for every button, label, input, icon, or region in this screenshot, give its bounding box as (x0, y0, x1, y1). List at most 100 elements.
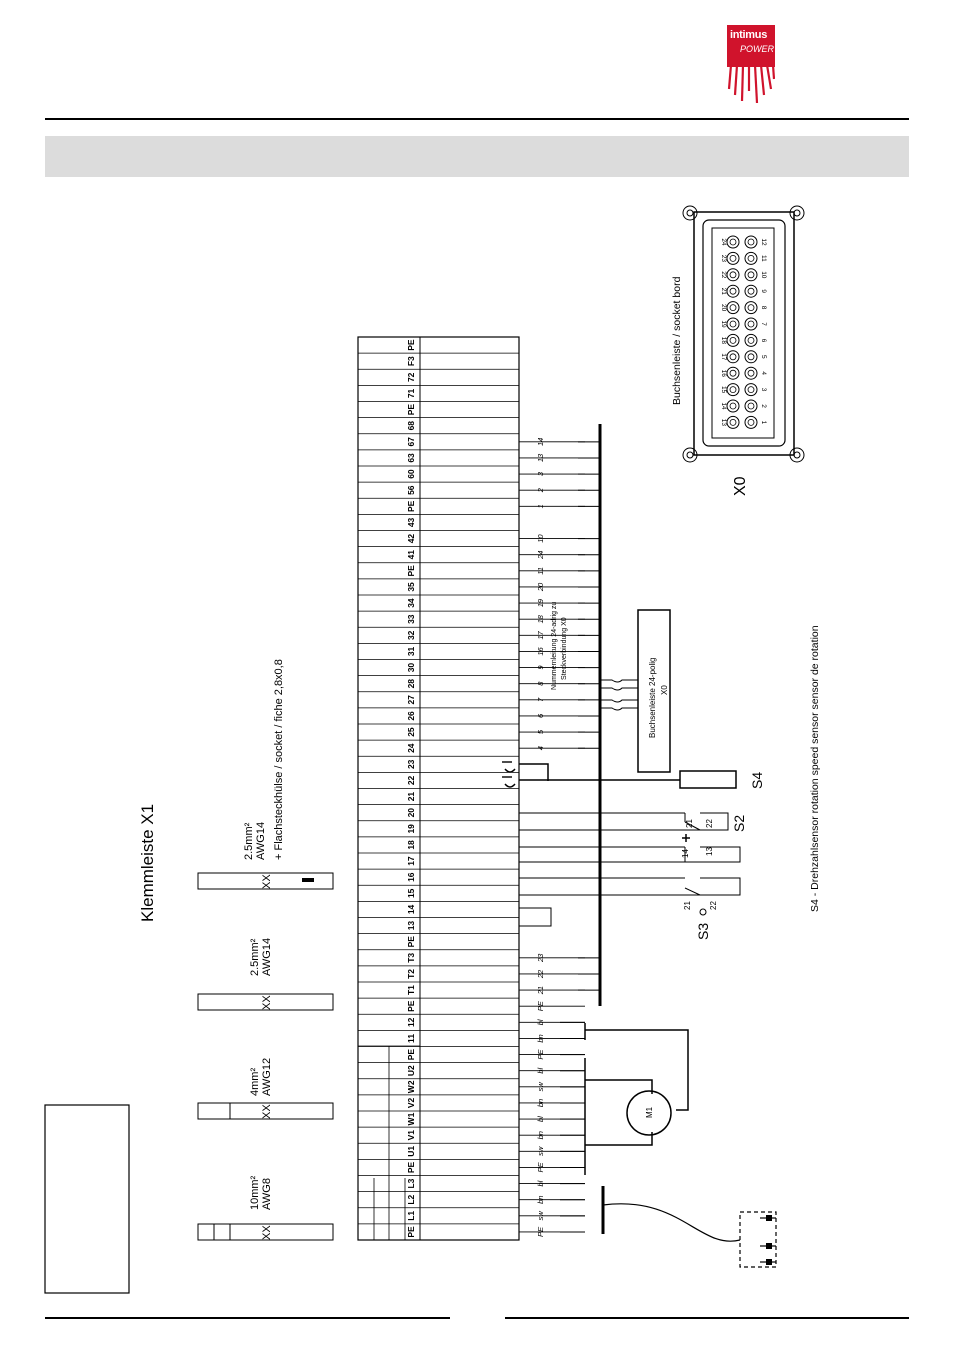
wire-label: bn (536, 1131, 545, 1139)
cable-note-2: Steckverbindung X0 (561, 617, 568, 680)
spec-strip-1: XX 10mm² AWG8 (197, 1175, 334, 1241)
spec-strip-2: XX 4mm² AWG12 (197, 1058, 334, 1120)
x0-pin-core (729, 418, 737, 426)
wire-label: 7 (536, 697, 545, 702)
terminal-label: L1 (406, 1211, 416, 1221)
s4-label: S4 (749, 772, 765, 789)
x0-pin-core (729, 238, 737, 246)
x0-pin-core (729, 369, 737, 377)
x0-pin-label: 23 (720, 255, 727, 263)
s4-plug-icon (502, 761, 516, 788)
x0-pin (726, 350, 740, 364)
x0-pin (744, 235, 758, 249)
terminal-label: PE (406, 1226, 416, 1238)
x0-pin-label: 9 (760, 289, 767, 293)
x0-pin-core (729, 353, 737, 361)
x0-pin-label: 14 (720, 402, 727, 410)
terminal-label: 67 (406, 437, 416, 447)
terminal-label: 31 (406, 646, 416, 656)
x0-pin (726, 383, 740, 397)
footer-rule-right (505, 1317, 909, 1319)
terminal-label: W1 (406, 1112, 416, 1125)
terminal-label: 72 (406, 372, 416, 382)
jumper-box (518, 907, 552, 927)
x0-pin (744, 415, 758, 429)
terminal-label: 24 (406, 743, 416, 753)
s4-description: S4 - Drehzahlsensor rotation speed senso… (809, 625, 821, 912)
wire-label: sw (536, 1146, 545, 1156)
wire-label: 18 (536, 614, 545, 623)
logo-brand: intimus (730, 29, 768, 41)
x0-pin-core (729, 304, 737, 312)
x0-pin-label: 24 (720, 238, 727, 246)
wire-label: bl (536, 1116, 545, 1122)
terminal-label: 16 (406, 872, 416, 882)
x0-pin-label: 1 (760, 421, 767, 425)
intimus-logo: intimus POWER (727, 25, 775, 105)
x0-pin (744, 301, 758, 315)
terminal-label: 20 (406, 808, 416, 818)
plug-pin (766, 1259, 772, 1265)
plug-pin (766, 1215, 772, 1221)
terminal-label: 42 (406, 534, 416, 544)
x0-pin-label: 15 (720, 386, 727, 394)
terminal-label: V1 (406, 1130, 416, 1141)
x0-pin (726, 235, 740, 249)
x0-pin-core (729, 287, 737, 295)
terminal-label: W2 (406, 1080, 416, 1093)
x0-pin (744, 399, 758, 413)
x0-pin-core (747, 402, 755, 410)
s3-symbol-icon (699, 908, 707, 916)
wire-label: 19 (536, 598, 545, 607)
contact-13: 13 (705, 847, 714, 856)
wire-label: 8 (536, 681, 545, 686)
wire-label: sw (536, 1082, 545, 1092)
terminal-label: 41 (406, 550, 416, 560)
wire-label: bn (536, 1196, 545, 1204)
x0-pin-core (747, 238, 755, 246)
terminal-label: PE (406, 1161, 416, 1173)
title: Klemmleiste X1 (138, 804, 157, 922)
spec-strip-3: XX 2.5mm² AWG14 (197, 938, 334, 1011)
wire-label: sw (536, 1211, 545, 1221)
wire-label: 16 (536, 646, 545, 655)
terminal-separators (358, 352, 519, 1225)
wire-label: 13 (536, 453, 545, 462)
terminal-label: T3 (406, 953, 416, 963)
wire-label: 11 (536, 567, 545, 575)
xx-mark-2: XX (261, 1104, 273, 1119)
cable-note-1: Nummernleitung 24-adrig zu (551, 602, 558, 690)
terminal-label: 27 (406, 695, 416, 705)
x0-pin-label: 12 (760, 238, 767, 246)
x0-pin (726, 317, 740, 331)
terminal-label: 23 (406, 759, 416, 769)
s2-actuator-icon (682, 834, 690, 842)
contact-14: 14 (681, 849, 690, 858)
x0-pin-label: 13 (720, 419, 727, 427)
x0-pin (744, 251, 758, 265)
terminal-label: 56 (406, 485, 416, 495)
s4-wire-a (519, 763, 549, 781)
terminal-label: V2 (406, 1097, 416, 1108)
x0-pin-label: 3 (760, 388, 767, 392)
x0-pin-label: 6 (760, 339, 767, 343)
wire-label: 20 (536, 582, 545, 592)
contact-21-s3: 21 (683, 901, 692, 910)
terminal-label: 28 (406, 679, 416, 689)
socket-box-label-2: X0 (660, 685, 669, 695)
terminal-label: 19 (406, 824, 416, 834)
spec-1-line1: 10mm² (249, 1175, 261, 1210)
wire-label: 22 (536, 969, 545, 979)
x0-pin-core (729, 271, 737, 279)
terminal-label: T2 (406, 969, 416, 979)
x0-pin-core (729, 402, 737, 410)
x0-pin-core (747, 336, 755, 344)
x0-pin-label: 11 (760, 255, 767, 262)
logo-box: intimus POWER (727, 25, 775, 67)
wire-label: PE (536, 1000, 545, 1011)
wire-label: PE (536, 1226, 545, 1237)
spec-2-line1: 4mm² (249, 1068, 261, 1096)
x0-pin-label: 16 (720, 370, 727, 378)
terminal-label: 25 (406, 727, 416, 737)
